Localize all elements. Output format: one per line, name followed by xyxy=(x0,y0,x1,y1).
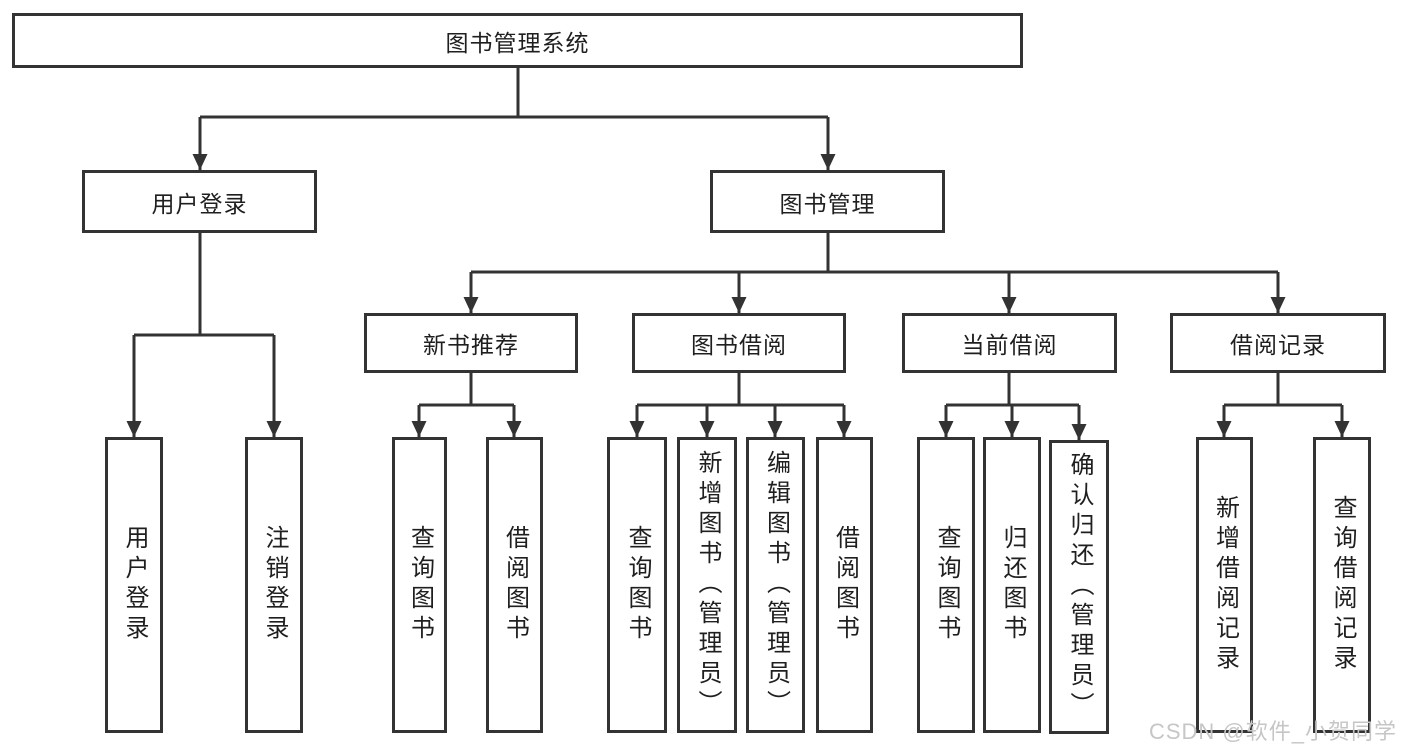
node-user-login: 用户登录 xyxy=(82,170,317,233)
leaf-query-borrow-record: 查询借阅记录 xyxy=(1313,437,1371,733)
leaf-add-book-admin: 新增图书（管理员） xyxy=(677,437,737,733)
node-book-borrow: 图书借阅 xyxy=(632,313,846,373)
node-current-borrow: 当前借阅 xyxy=(902,313,1117,373)
leaf-return-book: 归还图书 xyxy=(983,437,1041,733)
leaf-add-borrow-record: 新增借阅记录 xyxy=(1196,437,1253,733)
leaf-confirm-return-admin: 确认归还（管理员） xyxy=(1049,440,1109,734)
leaf-query-book-3: 查询图书 xyxy=(917,437,975,733)
leaf-query-book-1: 查询图书 xyxy=(392,437,447,733)
leaf-user-login: 用户登录 xyxy=(105,437,163,733)
csdn-watermark: CSDN @软件_小贺同学 xyxy=(1148,719,1397,744)
leaf-borrow-book-2: 借阅图书 xyxy=(816,437,873,733)
node-new-book-recommend: 新书推荐 xyxy=(364,313,578,373)
node-book-management: 图书管理 xyxy=(710,170,945,233)
leaf-logout: 注销登录 xyxy=(245,437,303,733)
leaf-edit-book-admin: 编辑图书（管理员） xyxy=(746,437,805,733)
node-borrow-record: 借阅记录 xyxy=(1170,313,1386,373)
node-root-system: 图书管理系统 xyxy=(12,13,1023,68)
leaf-borrow-book-1: 借阅图书 xyxy=(486,437,543,733)
leaf-query-book-2: 查询图书 xyxy=(607,437,667,733)
